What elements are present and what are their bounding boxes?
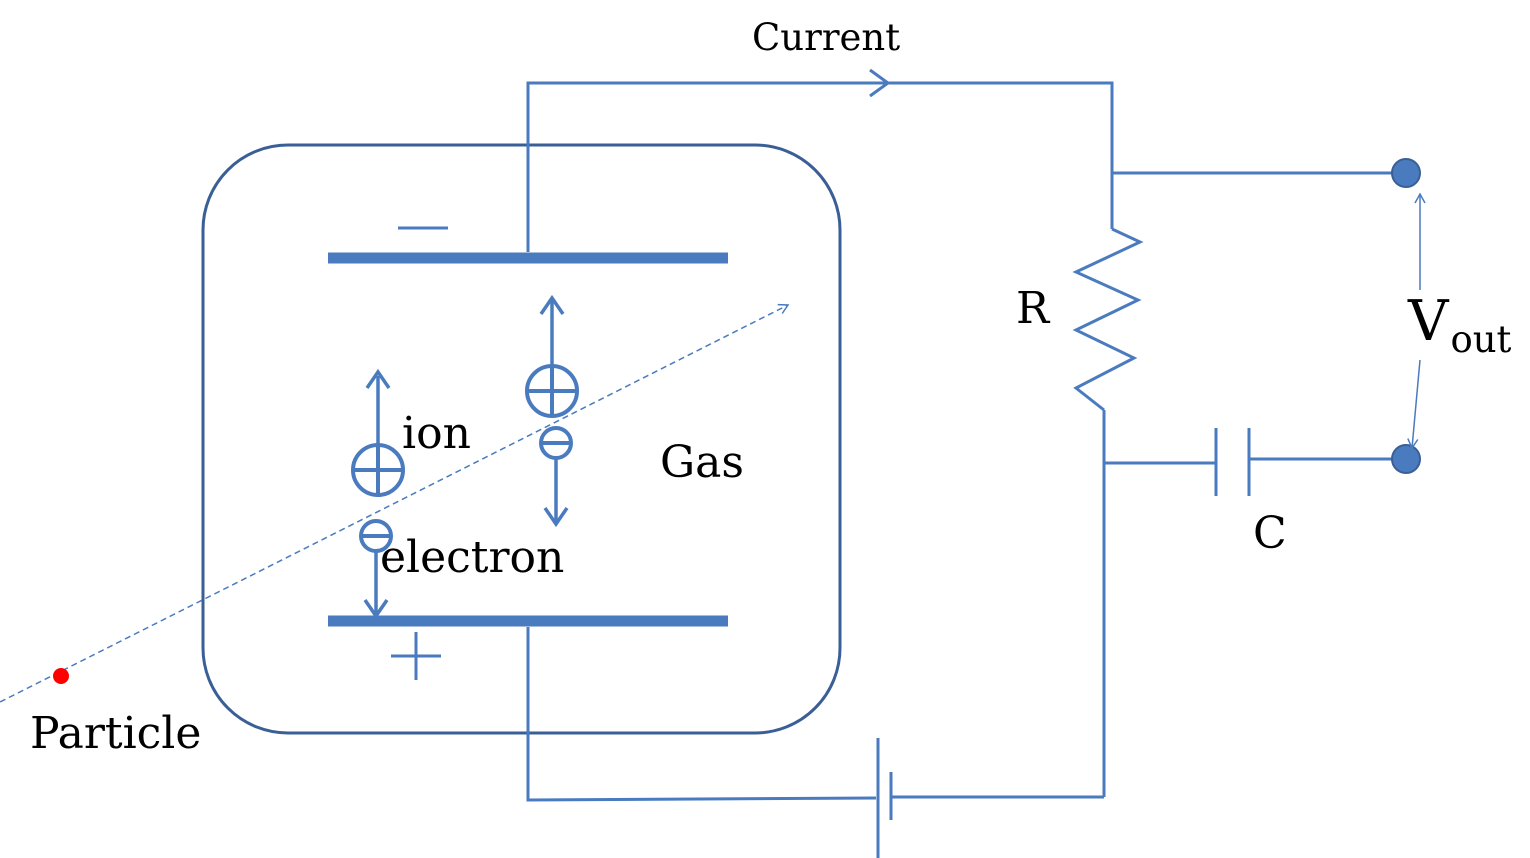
vout-terminal-top — [1391, 158, 1421, 188]
vout-label-main: V — [1407, 289, 1450, 354]
vout-terminal-bottom — [1391, 444, 1421, 474]
vout-label-sub: out — [1450, 318, 1511, 361]
current-label: Current — [752, 16, 900, 59]
top-wire — [526, 81, 1114, 252]
gas-label: Gas — [660, 437, 744, 488]
particle-label: Particle — [30, 708, 201, 759]
current-arrowhead — [869, 68, 891, 98]
vout-down-arrow — [1407, 359, 1421, 450]
right-electron-minus-symbol — [539, 426, 573, 460]
gas-chamber — [201, 143, 842, 735]
vout-label: Vout — [1407, 289, 1512, 361]
right-ion-pair — [525, 294, 579, 528]
particle-track — [0, 303, 790, 703]
capacitor-label: C — [1253, 508, 1287, 559]
particle-dot — [53, 668, 69, 684]
right-ion-plus-symbol — [525, 364, 579, 418]
ion-label: ion — [402, 408, 471, 459]
left-ion-pair — [351, 368, 405, 620]
anode-plus-sign — [391, 632, 441, 680]
anode-lead-wire — [526, 627, 877, 802]
resistor-zigzag — [1072, 227, 1144, 412]
electron-label: electron — [380, 532, 564, 583]
left-ion-plus-symbol — [351, 443, 405, 497]
resistor-label: R — [1016, 283, 1051, 334]
